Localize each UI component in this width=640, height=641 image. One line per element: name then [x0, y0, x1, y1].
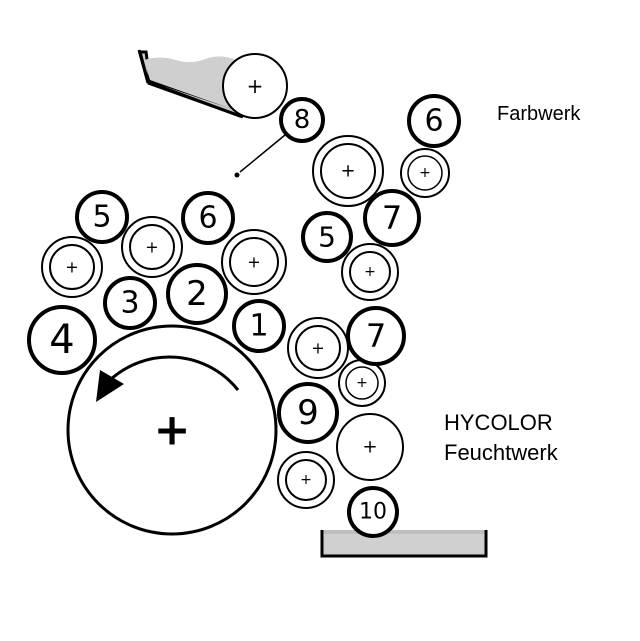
svg-text:+: + — [247, 253, 260, 272]
callout-8-leader — [239, 134, 286, 173]
roller-damp-1: + — [287, 317, 349, 379]
svg-text:+: + — [419, 165, 431, 181]
roller-damp-4: + — [277, 451, 335, 509]
callout-10: 10 — [347, 486, 399, 538]
svg-text:3: 3 — [120, 286, 139, 321]
farbwerk-label: Farbwerk — [497, 103, 581, 125]
svg-text:+: + — [300, 472, 312, 488]
callout-6-center: 6 — [181, 191, 235, 245]
svg-text:+: + — [154, 405, 191, 456]
roller-inking-4: + — [41, 236, 103, 298]
svg-text:+: + — [364, 264, 376, 280]
callout-3: 3 — [103, 276, 157, 330]
svg-text:4: 4 — [49, 317, 74, 363]
roller-damp-3: + — [336, 413, 404, 481]
ink-fountain-roller: + — [222, 53, 288, 119]
svg-text:6: 6 — [198, 201, 217, 236]
callout-6-top: 6 — [407, 94, 461, 148]
svg-text:7: 7 — [382, 199, 402, 237]
roller-inking-1: + — [312, 135, 384, 207]
callout-2: 2 — [166, 263, 228, 325]
ink-fountain-liquid — [144, 56, 240, 112]
svg-text:+: + — [311, 339, 324, 358]
svg-text:5: 5 — [318, 221, 336, 254]
roller-inking-6: + — [341, 243, 399, 301]
feuchtwerk-label: Feuchtwerk — [444, 440, 559, 465]
svg-text:+: + — [145, 238, 158, 257]
svg-text:+: + — [362, 437, 377, 458]
svg-text:8: 8 — [294, 105, 311, 135]
svg-text:9: 9 — [297, 393, 319, 433]
roller-inking-5: + — [221, 229, 287, 295]
callout-4: 4 — [27, 305, 97, 375]
dampening-fountain-tray — [320, 530, 488, 558]
dampening-liquid-surface — [324, 530, 484, 534]
callout-5-left: 5 — [75, 190, 129, 244]
callout-5-right: 5 — [301, 211, 353, 263]
svg-text:7: 7 — [366, 317, 386, 355]
svg-text:+: + — [65, 258, 78, 277]
svg-text:2: 2 — [186, 274, 208, 314]
roller-damp-2: + — [338, 359, 386, 407]
svg-text:10: 10 — [359, 500, 387, 525]
roller-inking-3: + — [121, 216, 183, 278]
roller-inking-2: + — [400, 148, 450, 198]
rotation-arrow — [108, 355, 240, 391]
svg-text:+: + — [340, 161, 355, 182]
main-cylinder: + — [66, 324, 278, 536]
svg-text:6: 6 — [424, 104, 443, 139]
callout-9: 9 — [277, 382, 339, 444]
svg-text:5: 5 — [92, 200, 111, 235]
callout-7-lower: 7 — [346, 306, 406, 366]
svg-text:+: + — [247, 74, 264, 98]
callout-8: 8 — [279, 97, 325, 143]
callout-1: 1 — [232, 299, 286, 353]
rotation-arrowhead — [96, 370, 124, 402]
callout-7-upper: 7 — [363, 189, 421, 247]
hycolor-label: HYCOLOR — [444, 410, 553, 435]
svg-text:1: 1 — [249, 309, 268, 344]
callout-8-dot — [234, 172, 240, 178]
svg-text:+: + — [356, 375, 368, 391]
